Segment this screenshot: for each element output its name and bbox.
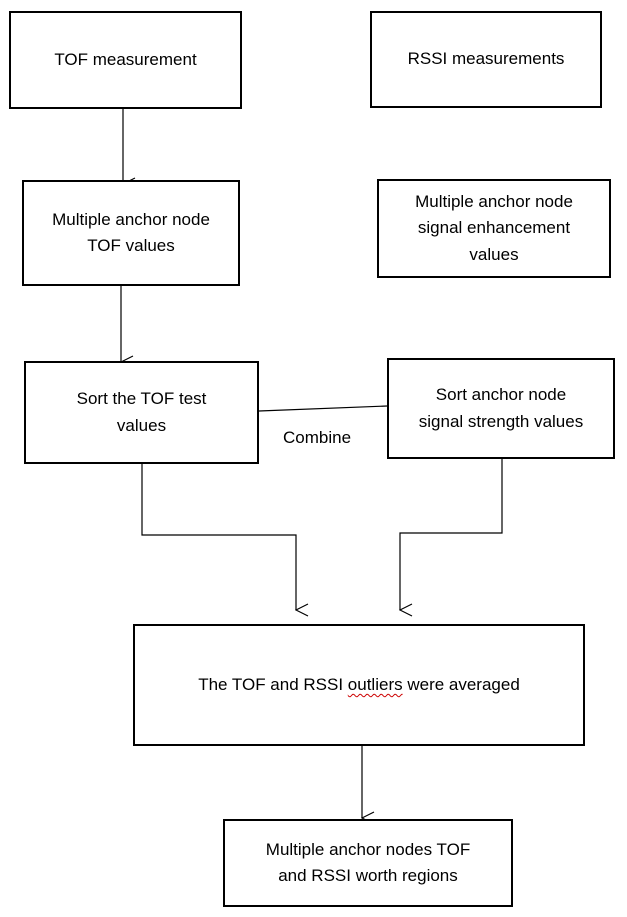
tof-measurement-label: TOF measurement <box>54 49 197 69</box>
averaged-label: The TOF and RSSI outliers were averaged <box>198 672 520 698</box>
rssi-measurements-box: RSSI measurements <box>370 11 602 108</box>
arrow-sort-tof-to-average <box>141 464 296 610</box>
signal-enhancement-label: Multiple anchor node signal enhancement … <box>415 191 573 264</box>
rssi-measurements-label: RSSI measurements <box>407 49 565 69</box>
result-box: Multiple anchor nodes TOF and RSSI worth… <box>223 819 513 907</box>
signal-enhancement-box: Multiple anchor node signal enhancement … <box>377 179 611 278</box>
sort-signal-label: Sort anchor node signal strength values <box>418 385 584 431</box>
arrow-sort-signal-to-average <box>400 459 503 610</box>
tof-values-box: Multiple anchor node TOF values <box>22 180 240 286</box>
averaged-box: The TOF and RSSI outliers were averaged <box>133 624 585 746</box>
result-label: Multiple anchor nodes TOF and RSSI worth… <box>265 839 471 885</box>
sort-tof-label: Sort the TOF test values <box>76 389 207 435</box>
averaged-suffix: were averaged <box>402 674 520 694</box>
tof-measurement-box: TOF measurement <box>9 11 242 109</box>
averaged-prefix: The TOF and RSSI <box>198 674 348 694</box>
sort-signal-box: Sort anchor node signal strength values <box>387 358 615 459</box>
averaged-underlined-word: outliers <box>347 674 403 694</box>
combine-line <box>258 405 388 412</box>
tof-values-label: Multiple anchor node TOF values <box>52 209 210 255</box>
sort-tof-box: Sort the TOF test values <box>24 361 259 464</box>
combine-label: Combine <box>283 428 352 447</box>
